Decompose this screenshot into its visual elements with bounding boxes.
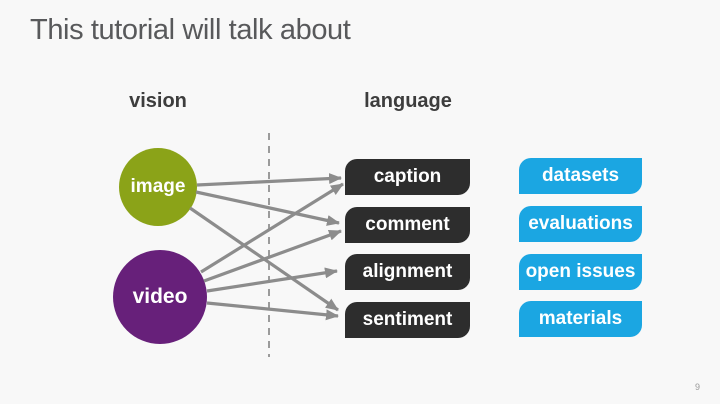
slide-title: This tutorial will talk about: [30, 14, 351, 46]
task-box-alignment-label: alignment: [362, 261, 453, 282]
video-modality-node: video: [113, 250, 207, 344]
column-header-language: language: [364, 90, 452, 112]
agenda-box-evaluations-label: evaluations: [528, 213, 633, 234]
edge-image-to-comment: [195, 190, 340, 226]
agenda-box-materials-label: materials: [538, 308, 623, 329]
image-modality-node: image: [119, 148, 197, 226]
task-box-sentiment: sentiment: [345, 302, 470, 338]
video-node-label: video: [132, 285, 188, 308]
image-node-label: image: [130, 176, 186, 197]
agenda-box-open-issues-label: open issues: [525, 261, 636, 282]
task-box-comment: comment: [345, 207, 470, 243]
task-box-comment-label: comment: [365, 214, 450, 235]
edge-video-to-caption: [200, 182, 344, 274]
edge-image-to-sentiment: [189, 206, 339, 312]
page-number: 9: [694, 382, 700, 392]
task-box-caption: caption: [345, 159, 470, 195]
task-box-caption-label: caption: [373, 166, 442, 187]
agenda-box-open-issues: open issues: [519, 254, 642, 290]
edge-image-to-caption: [196, 173, 342, 187]
edge-video-to-alignment: [206, 267, 338, 293]
agenda-box-datasets-label: datasets: [541, 165, 620, 186]
task-box-alignment: alignment: [345, 254, 470, 290]
edge-video-to-comment: [203, 229, 342, 283]
edge-video-to-sentiment: [206, 301, 339, 321]
agenda-box-materials: materials: [519, 301, 642, 337]
task-box-sentiment-label: sentiment: [362, 309, 453, 330]
agenda-box-datasets: datasets: [519, 158, 642, 194]
agenda-box-evaluations: evaluations: [519, 206, 642, 242]
column-header-vision: vision: [129, 90, 187, 112]
